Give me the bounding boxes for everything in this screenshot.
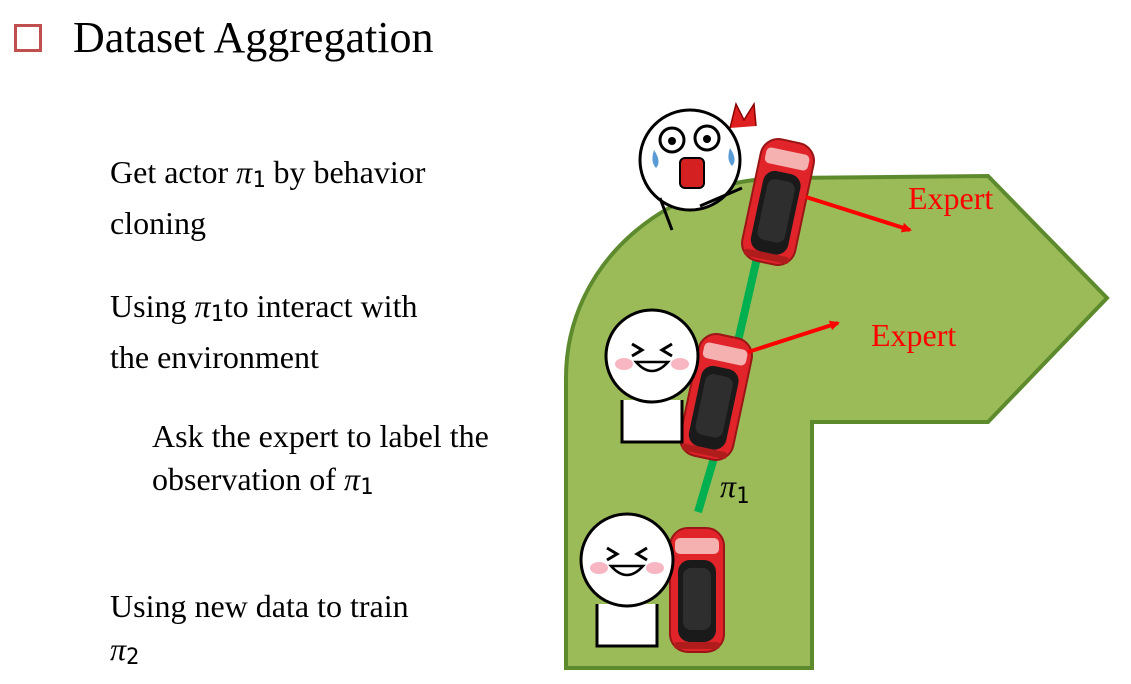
happy-character-icon — [604, 308, 700, 444]
trajectory-line — [732, 257, 761, 351]
expert-arrow — [805, 195, 912, 233]
expert-arrow — [747, 320, 840, 354]
happy-character-icon — [579, 512, 675, 648]
trajectory-label: π1 — [720, 468, 749, 509]
bullet-train: Using new data to train π2 — [110, 588, 409, 670]
slide-title: Dataset Aggregation — [73, 13, 434, 62]
bullet-ask-expert: Ask the expert to label the observation … — [152, 418, 489, 500]
scared-character-icon — [638, 101, 757, 231]
bullet-square-icon — [14, 24, 42, 52]
bullet-interact: Using π1to interact with the environment — [110, 288, 418, 375]
expert-label: Expert — [908, 180, 993, 216]
expert-label: Expert — [871, 317, 956, 353]
bullet-get-actor: Get actor π1 by behavior cloning — [110, 154, 426, 241]
trajectory-line — [694, 456, 718, 514]
car-icon — [669, 527, 725, 653]
slide-header: Dataset Aggregation — [14, 8, 433, 68]
